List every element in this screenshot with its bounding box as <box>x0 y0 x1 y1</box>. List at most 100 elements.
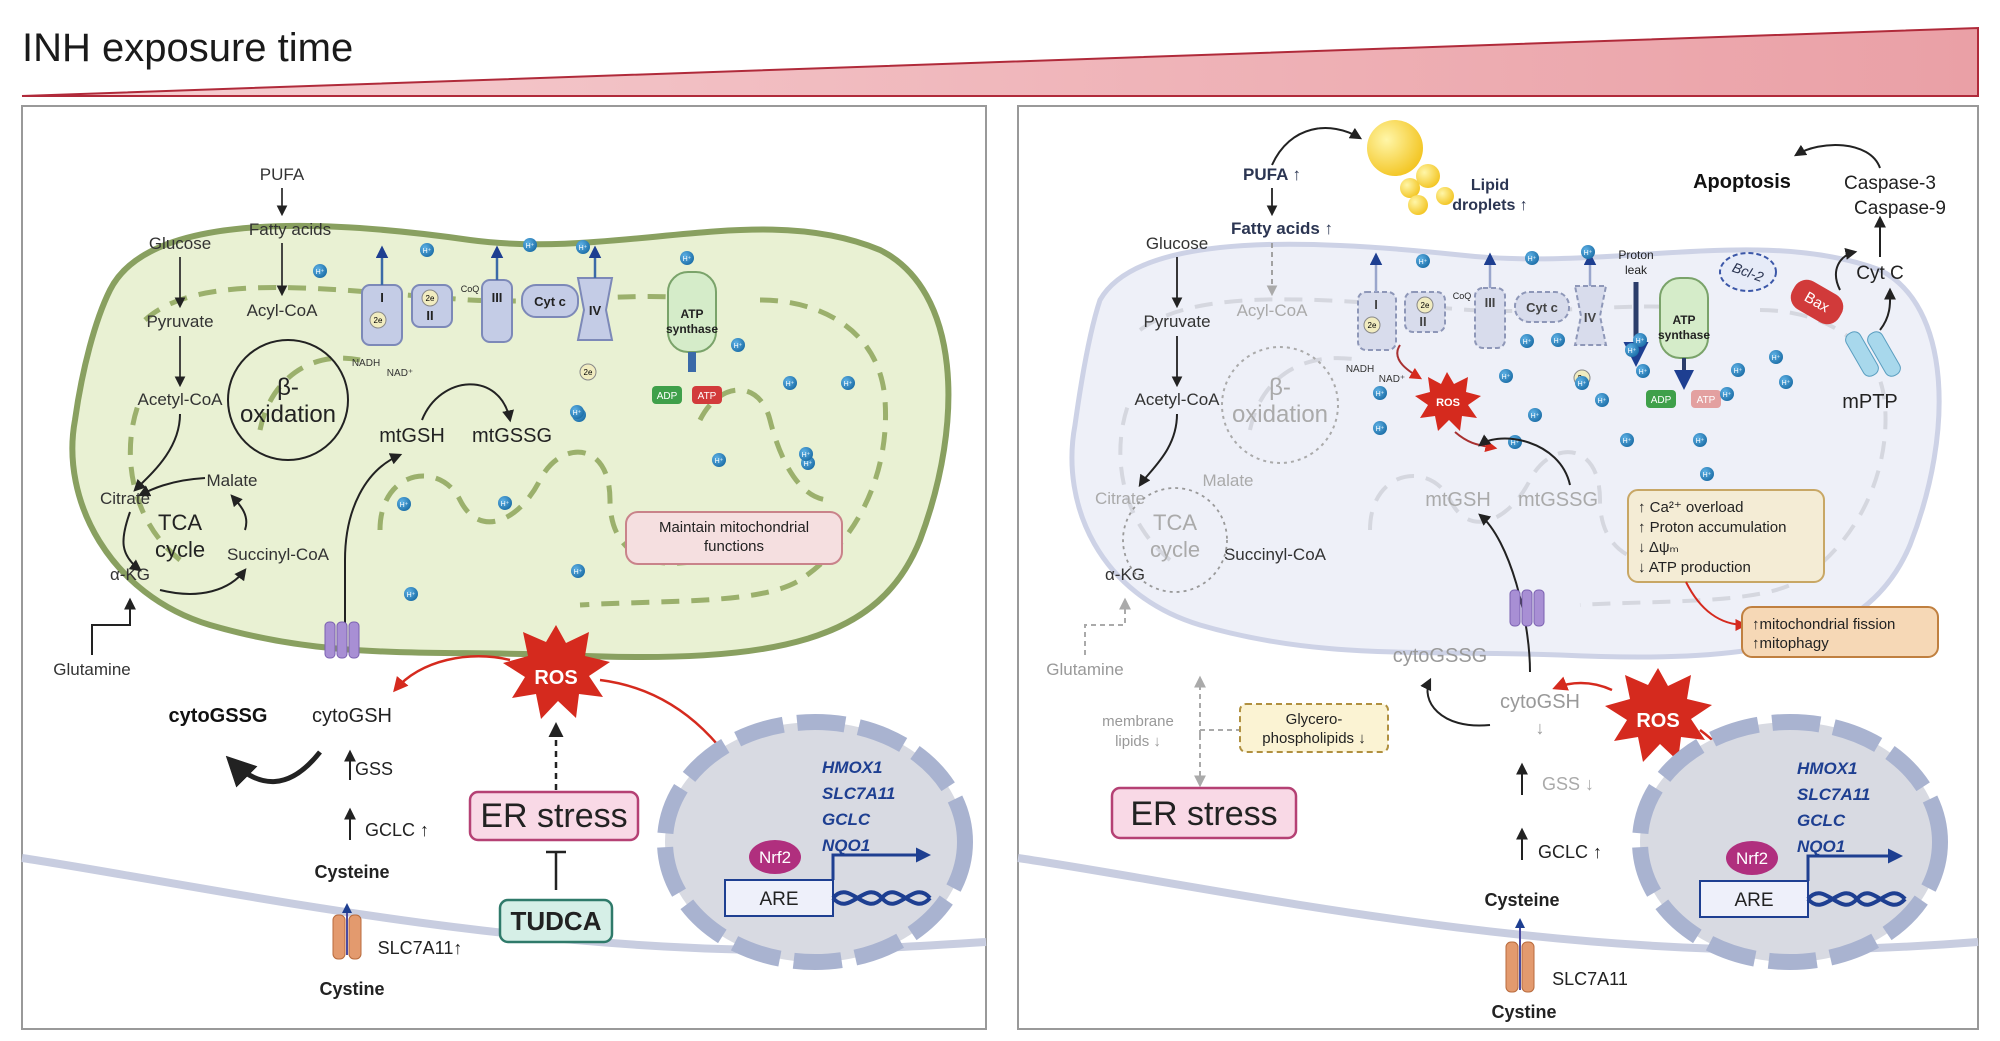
left-atp-synthase-2: synthase <box>666 322 718 336</box>
proton-label: H⁺ <box>400 502 409 509</box>
right-ros: ROS <box>1636 710 1679 732</box>
proton-icon <box>841 376 855 390</box>
left-2e-3: 2e <box>584 368 593 377</box>
proton-label: H⁺ <box>1703 472 1712 479</box>
right-2e-1: 2e <box>1368 321 1377 330</box>
right-glycero-2: phospholipids ↓ <box>1262 730 1365 747</box>
proton-icon <box>1575 376 1589 390</box>
left-ros: ROS <box>534 667 577 689</box>
proton-icon <box>498 496 512 510</box>
right-fission-1: ↑mitochondrial fission <box>1752 616 1895 633</box>
right-fatty-acids: Fatty acids ↑ <box>1231 219 1333 238</box>
right-acetyl-coa: Acetyl-CoA <box>1134 390 1220 409</box>
left-2e-1: 2e <box>374 316 383 325</box>
left-electron-badge <box>421 289 439 307</box>
right-gss: GSS ↓ <box>1542 774 1594 794</box>
proton-label: H⁺ <box>1578 381 1587 388</box>
proton-icon <box>1581 245 1595 259</box>
proton-label: H⁺ <box>1696 438 1705 445</box>
left-maintain-2: functions <box>704 538 764 555</box>
gene-label: GCLC <box>822 810 871 829</box>
right-nucleus <box>1632 714 1948 970</box>
left-are-box <box>724 879 834 917</box>
proton-label: H⁺ <box>574 569 583 576</box>
right-er-stress: ER stress <box>1130 795 1277 833</box>
right-complex-i: I <box>1374 297 1378 312</box>
left-complex-i: I <box>380 290 384 305</box>
right-acyl-coa: Acyl-CoA <box>1237 301 1309 320</box>
proton-icon <box>1551 333 1565 347</box>
right-tca-cycle <box>1122 487 1228 593</box>
proton-icon <box>313 264 327 278</box>
left-adp-badge <box>652 386 682 404</box>
right-malate: Malate <box>1202 471 1253 490</box>
proton-label: H⁺ <box>1376 391 1385 398</box>
right-cytogsh: cytoGSH <box>1500 691 1580 713</box>
proton-icon <box>1625 343 1639 357</box>
left-beta-label: β- <box>277 374 299 401</box>
left-maintain-1: Maintain mitochondrial <box>659 519 809 536</box>
right-mptp-channel <box>1845 331 1901 377</box>
proton-icon <box>783 376 797 390</box>
proton-label: H⁺ <box>1531 413 1540 420</box>
right-lipid-1: Lipid <box>1471 177 1509 194</box>
proton-label: H⁺ <box>786 381 795 388</box>
right-membrane-2: lipids ↓ <box>1115 733 1161 750</box>
right-ros-star <box>1605 668 1712 762</box>
proton-icon <box>1528 408 1542 422</box>
proton-icon <box>1520 334 1534 348</box>
right-glycero-1: Glycero- <box>1286 711 1343 728</box>
left-gsh-transporter <box>324 621 360 659</box>
left-glucose-label: Glucose <box>149 234 211 253</box>
left-adp: ADP <box>657 391 678 402</box>
proton-label: H⁺ <box>1723 392 1732 399</box>
right-adp: ADP <box>1651 395 1672 406</box>
proton-label: H⁺ <box>734 343 743 350</box>
proton-label: H⁺ <box>804 461 813 468</box>
right-bcl2 <box>1719 252 1777 292</box>
proton-icon <box>799 447 813 461</box>
proton-label: H⁺ <box>1376 426 1385 433</box>
right-glycero-box <box>1239 703 1389 753</box>
left-atp-synthase <box>667 271 717 372</box>
right-cytc: Cyt c <box>1526 300 1558 315</box>
right-nad: NAD⁺ <box>1379 374 1405 385</box>
proton-icon <box>731 338 745 352</box>
gene-label: HMOX1 <box>822 758 882 777</box>
proton-label: H⁺ <box>1772 355 1781 362</box>
left-atp: ATP <box>698 391 717 402</box>
left-atp-badge <box>692 386 722 404</box>
proton-icon <box>680 251 694 265</box>
dysfunction-line: ↑ Proton accumulation <box>1638 519 1786 536</box>
gene-label: HMOX1 <box>1797 759 1857 778</box>
proton-icon <box>1693 433 1707 447</box>
left-citrate-label: Citrate <box>100 489 150 508</box>
right-pufa: PUFA ↑ <box>1243 165 1301 184</box>
proton-icon <box>404 587 418 601</box>
left-ros-star <box>503 625 610 719</box>
left-tca-label: TCA <box>158 510 202 535</box>
left-tudca-box[interactable] <box>498 898 614 944</box>
dysfunction-line: ↑ Ca²⁺ overload <box>1638 499 1743 516</box>
right-succinyl: Succinyl-CoA <box>1224 545 1327 564</box>
left-er-stress: ER stress <box>480 797 627 835</box>
left-acyl-coa-label: Acyl-CoA <box>247 301 319 320</box>
right-bax <box>1790 279 1844 325</box>
right-nrf2-label: Nrf2 <box>1736 849 1768 868</box>
right-ros-small: ROS <box>1436 397 1460 409</box>
left-oxidation-arrow <box>225 750 322 788</box>
proton-label: H⁺ <box>715 458 724 465</box>
proton-icon <box>1731 363 1745 377</box>
left-proton-ions: H⁺H⁺H⁺H⁺H⁺H⁺H⁺H⁺H⁺H⁺H⁺H⁺H⁺H⁺H⁺H⁺H⁺ <box>313 238 855 601</box>
right-citrate: Citrate <box>1095 489 1145 508</box>
proton-label: H⁺ <box>1523 339 1532 346</box>
proton-icon <box>1595 393 1609 407</box>
left-are: ARE <box>759 889 798 910</box>
left-coq: CoQ <box>461 284 480 294</box>
right-complex-iv: IV <box>1584 310 1597 325</box>
right-atp-synthase-1: ATP <box>1672 313 1695 327</box>
left-slc7a11: SLC7A11↑ <box>378 938 463 958</box>
gene-label: NQO1 <box>1797 837 1845 856</box>
proton-icon <box>1499 369 1513 383</box>
